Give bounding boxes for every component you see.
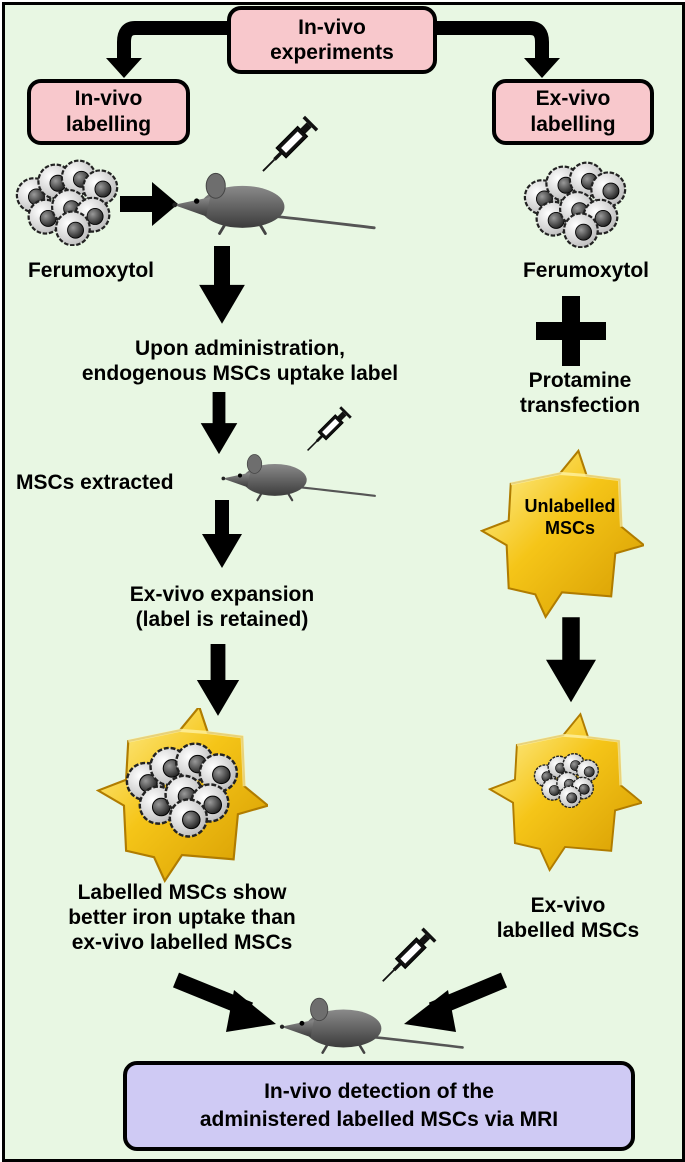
administration-line1: Upon administration, — [135, 337, 345, 360]
right-header-line1: Ex-vivo — [535, 86, 611, 110]
ferumoxytol-label-right: Ferumoxytol — [522, 259, 650, 282]
expansion-line2: (label is retained) — [135, 608, 309, 632]
arrow-down-3 — [202, 500, 242, 568]
bottom-line2: administered labelled MSCs via MRI — [199, 1108, 559, 1131]
unlabelled-msc-label: Unlabelled MSCs — [500, 496, 640, 539]
arrow-down-4 — [196, 644, 240, 716]
administration-line2: endogenous MSCs uptake label — [81, 362, 399, 386]
ferumoxytol-cluster-right — [525, 163, 625, 248]
connector-left — [117, 21, 232, 62]
protamine-line2: transfection — [519, 394, 641, 418]
left-header-line2: labelling — [65, 113, 152, 136]
ex-vivo-labelled-line2: labelled MSCs — [496, 919, 640, 943]
msc-extracted-label: MSCs extracted — [16, 471, 174, 494]
expansion-label: Ex-vivo expansion (label is retained) — [72, 582, 372, 632]
expansion-line1: Ex-vivo expansion — [129, 583, 315, 606]
protamine-line1: Protamine — [528, 369, 632, 392]
syringe-icon — [376, 926, 438, 988]
plus-icon — [536, 296, 606, 366]
result-line1: Labelled MSCs show — [77, 881, 287, 904]
administration-label: Upon administration, endogenous MSCs upt… — [70, 336, 410, 386]
arrow-down-right — [546, 617, 596, 703]
right-header-line2: labelling — [530, 113, 616, 136]
arrowhead-right — [524, 58, 560, 78]
result-label: Labelled MSCs show better iron uptake th… — [22, 880, 342, 956]
protamine-label: Protamine transfection — [490, 368, 670, 418]
top-box-line2: experiments — [270, 41, 394, 64]
result-line3: ex-vivo labelled MSCs — [71, 931, 293, 955]
unlabelled-line2: MSCs — [544, 517, 595, 538]
mri-detection-box: In-vivo detection of the administered lab… — [123, 1061, 635, 1151]
arrow-converge-left — [172, 972, 276, 1032]
ferumoxytol-cluster-left — [17, 161, 117, 246]
bottom-line1: In-vivo detection of the — [264, 1079, 494, 1103]
ex-vivo-labelling-box: Ex-vivo labelling — [492, 79, 654, 145]
mouse-icon — [170, 171, 376, 236]
ferumoxytol-label-left: Ferumoxytol — [27, 259, 155, 282]
arrowhead-left — [106, 58, 142, 78]
arrow-right-to-mouse — [120, 182, 178, 226]
syringe-icon — [302, 405, 353, 456]
arrow-converge-right — [404, 972, 508, 1032]
mouse-icon — [220, 453, 376, 502]
in-vivo-labelling-box: In-vivo labelling — [27, 79, 190, 145]
top-box-line1: In-vivo — [298, 15, 366, 39]
syringe-icon — [256, 114, 320, 178]
left-header-line1: In-vivo — [74, 86, 143, 110]
arrow-down-2 — [200, 392, 238, 455]
ex-vivo-labelled-line1: Ex-vivo — [530, 894, 606, 917]
ex-vivo-labelled-label: Ex-vivo labelled MSCs — [478, 893, 658, 943]
arrow-down-1 — [199, 246, 245, 324]
result-line2: better iron uptake than — [68, 906, 296, 930]
unlabelled-line1: Unlabelled — [524, 496, 616, 516]
connector-right — [432, 21, 549, 62]
